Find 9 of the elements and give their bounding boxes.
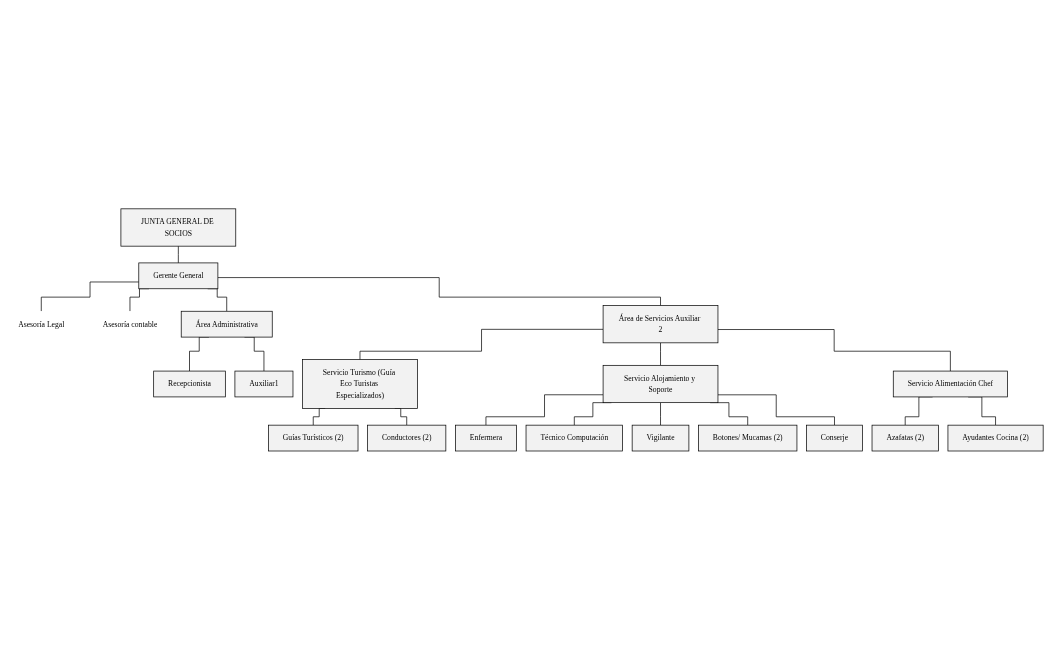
connector — [660, 401, 661, 426]
connector — [485, 394, 604, 426]
connector — [660, 342, 661, 366]
connector — [178, 245, 179, 263]
connector — [217, 276, 661, 306]
connector — [359, 328, 604, 360]
connector — [717, 328, 951, 371]
connector — [40, 281, 140, 312]
connector — [717, 394, 835, 426]
